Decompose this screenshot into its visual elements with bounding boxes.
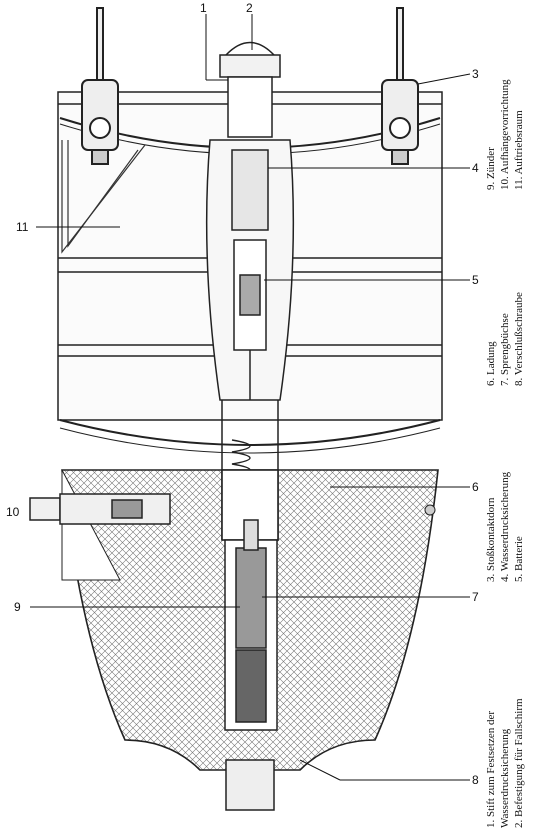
legend-item-9: 9. Zünder <box>485 147 497 190</box>
legend-item-1b: Wasserdrucksicherung <box>499 728 511 828</box>
callout-6: 6 <box>472 480 479 494</box>
callout-10: 10 <box>6 505 20 519</box>
legend-item-3: 3. Stoßkontaktdorn <box>485 497 497 582</box>
suspension-lug <box>29 493 171 525</box>
side-fitting <box>424 504 436 516</box>
callout-5: 5 <box>472 273 479 287</box>
leader-lines <box>30 14 471 781</box>
central-column <box>205 139 295 540</box>
top-cap <box>219 41 281 138</box>
callout-3: 3 <box>472 67 479 81</box>
legend-item-1a: 1. Stift zum Festsetzen der <box>485 711 497 828</box>
callout-11: 11 <box>16 220 29 234</box>
callout-9: 9 <box>14 600 21 614</box>
booster-and-fuze <box>224 519 278 731</box>
buoyancy-chamber <box>61 140 146 254</box>
callout-8: 8 <box>472 773 479 787</box>
suspension-device <box>81 7 419 165</box>
legend: 1. Stift zum Festsetzen der Wasserdrucks… <box>485 79 525 828</box>
legend-item-6: 6. Ladung <box>485 341 497 386</box>
callout-numbers: 1 2 3 4 5 6 7 8 9 10 11 <box>6 1 479 787</box>
legend-item-4: 4. Wasserdrucksicherung <box>499 471 511 582</box>
legend-item-7: 7. Sprengbüchse <box>499 313 511 386</box>
callout-1: 1 <box>200 1 207 15</box>
legend-item-2: 2. Befestigung für Fallschirm <box>513 698 525 828</box>
callout-7: 7 <box>472 590 479 604</box>
legend-item-5: 5. Batterie <box>513 536 525 582</box>
callout-2: 2 <box>246 1 253 15</box>
legend-item-11: 11. Auftriebsraum <box>513 110 525 190</box>
legend-item-10: 10. Aufhängevorrichtung <box>499 79 511 190</box>
closing-plug <box>225 759 275 811</box>
legend-item-8: 8. Verschlußschraube <box>513 292 525 386</box>
callout-4: 4 <box>472 161 479 175</box>
